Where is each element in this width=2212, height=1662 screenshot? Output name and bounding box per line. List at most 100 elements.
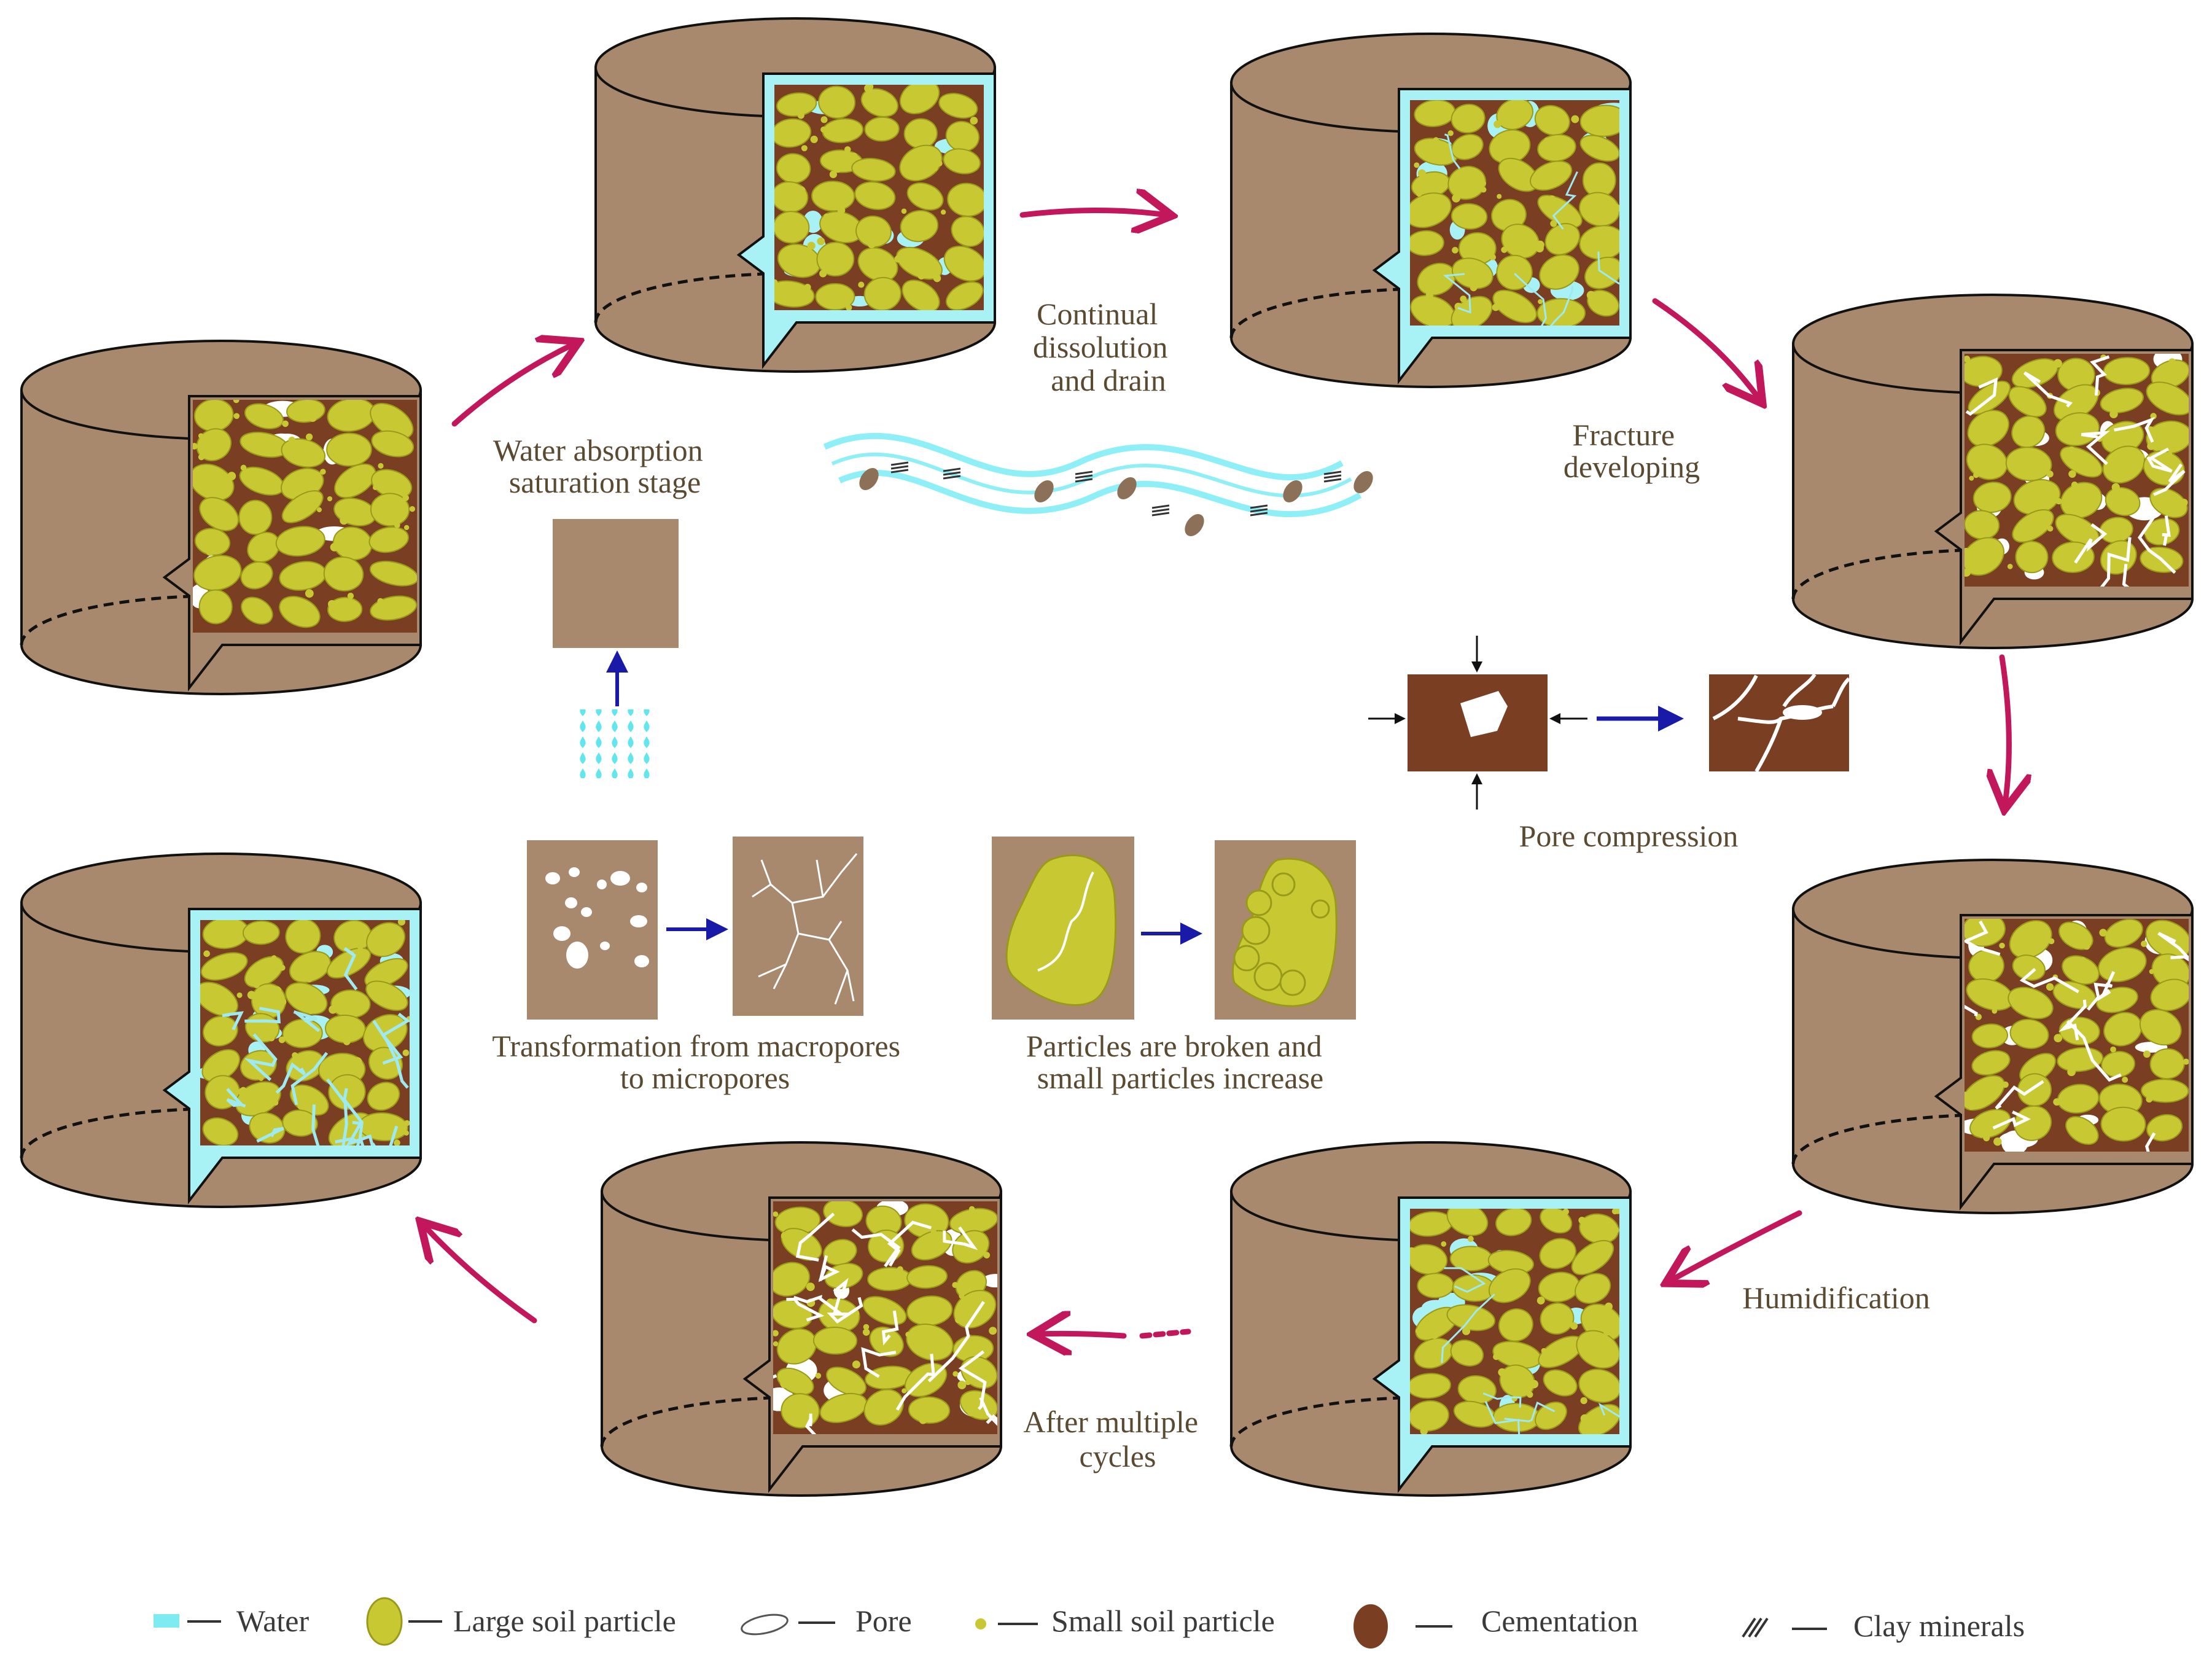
cementation-mark	[1117, 477, 1137, 500]
legend-label-clay: Clay minerals	[1853, 1609, 2025, 1643]
large-particle	[1005, 854, 1117, 1006]
compressed-pore	[1783, 705, 1822, 720]
cylinder-fracture	[1791, 294, 2194, 649]
cylinder-compression	[1791, 859, 2194, 1214]
cementation-mark	[1353, 470, 1373, 494]
macropore	[610, 871, 630, 886]
clay-mark	[1250, 504, 1268, 517]
label-particles-broken: Particles are broken and small particles…	[1026, 1029, 1330, 1095]
legend: Water Large soil particle Pore Small soi…	[154, 1597, 2025, 1648]
label-after-multiple-cycles: After multiple cycles	[1023, 1405, 1205, 1473]
cylinder-initial	[20, 340, 423, 695]
fragment	[1245, 889, 1272, 916]
macropore	[545, 872, 560, 884]
arrow-to-final	[424, 1225, 537, 1324]
arrow-to-fracture	[1652, 298, 1759, 399]
soil-structure	[1965, 919, 2189, 1152]
arrow-after-cycles	[1038, 1333, 1127, 1336]
macropores	[545, 867, 649, 969]
arrow-after-cycles-dots	[1139, 1328, 1191, 1339]
soil-sample-cylinders	[20, 17, 2194, 1497]
clay-mark	[1323, 470, 1342, 483]
label-fracture-developing: Fracture developing	[1564, 418, 1700, 484]
clay-minerals-icon	[1742, 1617, 1769, 1638]
water-icon	[154, 1614, 179, 1628]
small-soil-particle-icon	[975, 1618, 986, 1629]
cylinder-humidification	[1229, 1141, 1632, 1497]
arrow-to-humidification	[1670, 1210, 1802, 1281]
cylinder-dissolution	[1229, 33, 1632, 388]
macropore	[569, 867, 580, 877]
pore-compression-inset	[1368, 636, 1851, 810]
arrow-to-compression	[2002, 654, 2009, 805]
water-absorption-inset	[553, 519, 679, 778]
arrow-to-saturation	[451, 344, 574, 427]
legend-item-small-particle: Small soil particle	[975, 1604, 1275, 1638]
macropore	[630, 915, 647, 927]
crack-network	[1712, 673, 1851, 773]
clay-mark	[943, 467, 961, 480]
water-channel	[823, 432, 1373, 537]
cementation-mark	[1034, 480, 1054, 503]
label-humidification: Humidification	[1742, 1281, 1930, 1315]
macropore-block	[527, 840, 658, 1020]
soil-structure	[200, 920, 410, 1145]
cylinder-final	[20, 852, 423, 1208]
legend-item-water: Water	[154, 1604, 309, 1638]
cementation-mark	[1185, 513, 1204, 537]
legend-item-large-particle: Large soil particle	[366, 1597, 676, 1646]
legend-label-cementation: Cementation	[1481, 1604, 1638, 1638]
macropore	[600, 942, 610, 950]
clay-mark	[1151, 504, 1170, 517]
macropore	[553, 926, 571, 941]
soil-structure	[1965, 354, 2189, 587]
clay-mark	[890, 461, 909, 474]
micropore-block	[733, 837, 863, 1016]
fragment	[1279, 969, 1306, 996]
cycle-arrows	[424, 211, 2009, 1336]
cementation-mark	[859, 467, 879, 491]
micropore-cracks	[752, 853, 858, 1005]
particle-break-inset	[992, 837, 1356, 1020]
legend-item-clay: Clay minerals	[1742, 1609, 2025, 1643]
broken-fragments	[1233, 872, 1330, 996]
macropore	[581, 907, 592, 917]
channel-marks	[859, 461, 1373, 537]
label-water-absorption: Water absorption saturation stage	[493, 433, 711, 499]
legend-item-pore: Pore	[741, 1604, 912, 1638]
soil-structure	[773, 1201, 997, 1434]
clay-mark	[1075, 470, 1093, 483]
legend-label-water: Water	[236, 1604, 309, 1638]
cementation-icon	[1353, 1604, 1388, 1648]
large-soil-particle-icon	[366, 1597, 403, 1646]
particle-crack	[1037, 872, 1094, 972]
soil-block	[553, 519, 679, 648]
legend-label-small-particle: Small soil particle	[1051, 1604, 1275, 1638]
cementation-mark	[1283, 480, 1303, 503]
cylinder-saturation	[594, 17, 997, 373]
fragment	[1310, 899, 1330, 919]
soil-structure	[1410, 100, 1619, 326]
macropore	[636, 883, 647, 892]
fragment	[1233, 945, 1260, 972]
legend-label-large-particle: Large soil particle	[453, 1604, 676, 1638]
soil-structure	[193, 400, 417, 633]
cylinder-multiple-cycles	[600, 1141, 1003, 1497]
legend-item-cementation: Cementation	[1353, 1604, 1638, 1648]
labels: Water absorption saturation stage Contin…	[492, 297, 1930, 1473]
macropore	[566, 942, 588, 969]
soil-structure	[1410, 1209, 1619, 1434]
label-continual-dissolution: Continual dissolution and drain	[1033, 297, 1175, 397]
legend-label-pore: Pore	[855, 1604, 912, 1638]
pore-icon	[741, 1613, 789, 1636]
fragment	[1253, 962, 1283, 991]
macropore	[565, 897, 577, 908]
label-pore-compression: Pore compression	[1519, 819, 1739, 853]
macropore-inset	[527, 837, 863, 1020]
pore-shape	[1460, 691, 1508, 737]
arrow-to-dissolution	[1019, 211, 1167, 216]
fragment	[1241, 916, 1271, 945]
water-drops	[574, 709, 657, 778]
macropore	[634, 955, 649, 967]
